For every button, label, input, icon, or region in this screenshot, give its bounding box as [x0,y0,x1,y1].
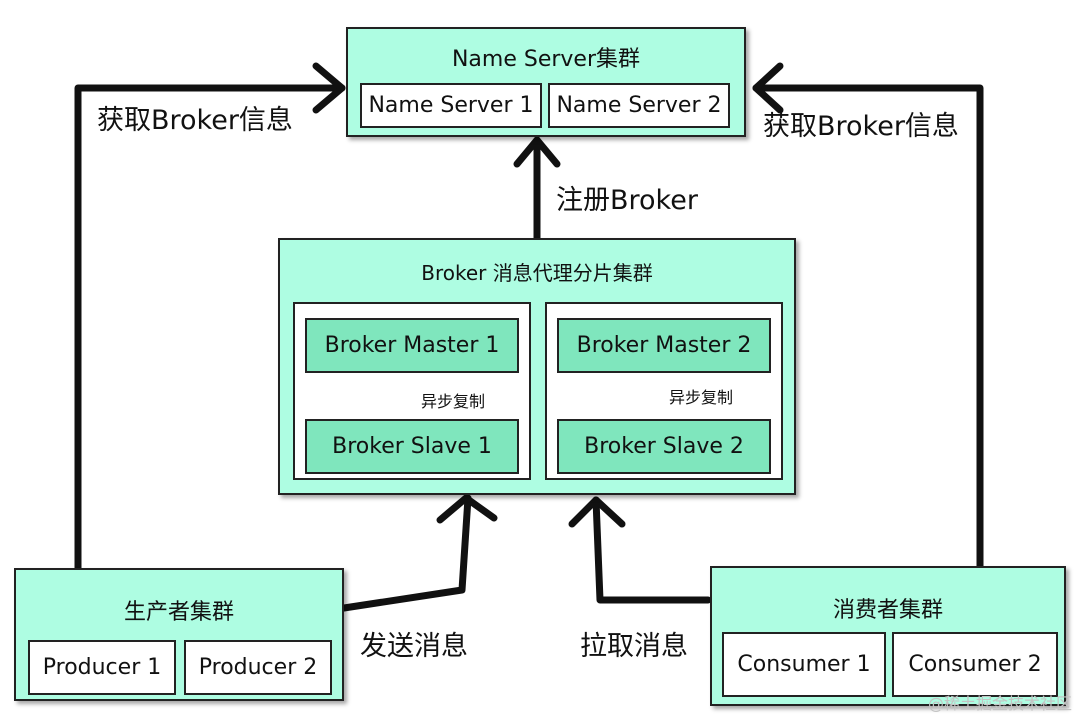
name-server-cluster-title: Name Server集群 [451,47,641,72]
send-label: 发送消息 [360,631,468,662]
consumer-to-nameserver-arrowhead [752,62,784,114]
pull-arrow [592,496,712,604]
consumer-node-1: Consumer 1 [722,632,886,697]
broker-cluster-title: Broker 消息代理分片集群 [421,261,653,285]
name-server-cluster: Name Server集群 Name Server 1 Name Server … [346,27,746,137]
consumer-to-nameserver-arrow [752,84,984,572]
broker-shard-1: Broker Master 1 异步复制 Broker Slave 1 [293,302,531,480]
broker-shard-2: Broker Master 2 异步复制 Broker Slave 2 [545,302,783,480]
name-server-node-1-label: Name Server 1 [368,93,534,118]
consumer-node-2-label: Consumer 2 [908,652,1042,677]
producer-cluster-title: 生产者集群 [123,600,234,625]
producer-node-2: Producer 2 [184,640,332,695]
broker-master-2-label: Broker Master 2 [576,333,752,358]
replication-label-1: 异步复制 [421,392,486,411]
consumer-node-1-label: Consumer 1 [737,652,871,677]
producer-node-1-label: Producer 1 [42,655,162,680]
producer-node-2-label: Producer 2 [198,655,318,680]
consumer-get-info-label: 获取Broker信息 [763,111,959,142]
producer-cluster: 生产者集群 Producer 1 Producer 2 [14,568,344,701]
name-server-node-2: Name Server 2 [548,83,730,128]
broker-slave-1: Broker Slave 1 [305,419,519,474]
broker-master-1: Broker Master 1 [305,318,519,373]
replication-label-2: 异步复制 [669,388,734,407]
consumer-cluster-title: 消费者集群 [832,598,943,623]
broker-slave-2-label: Broker Slave 2 [584,434,744,459]
pull-label: 拉取消息 [580,631,688,662]
consumer-cluster: 消费者集群 Consumer 1 Consumer 2 [710,566,1066,706]
producer-get-info-label: 获取Broker信息 [97,105,293,136]
broker-master-1-label: Broker Master 1 [324,333,500,358]
broker-master-2: Broker Master 2 [557,318,771,373]
watermark: @稀土掘金技术社区 [927,694,1072,713]
pull-arrowhead [568,496,626,528]
send-arrow [340,494,472,612]
name-server-node-2-label: Name Server 2 [556,93,722,118]
name-server-node-1: Name Server 1 [360,83,542,128]
producer-to-nameserver-arrowhead [312,62,346,114]
producer-node-1: Producer 1 [28,640,176,695]
register-label: 注册Broker [556,185,698,216]
broker-slave-1-label: Broker Slave 1 [332,434,492,459]
broker-slave-2: Broker Slave 2 [557,419,771,474]
send-arrowhead [436,494,498,524]
producer-to-nameserver-arrow [74,84,346,572]
broker-cluster: Broker 消息代理分片集群 Broker Master 1 异步复制 Bro… [278,238,796,495]
consumer-node-2: Consumer 2 [892,632,1058,697]
register-arrowhead [513,136,561,168]
